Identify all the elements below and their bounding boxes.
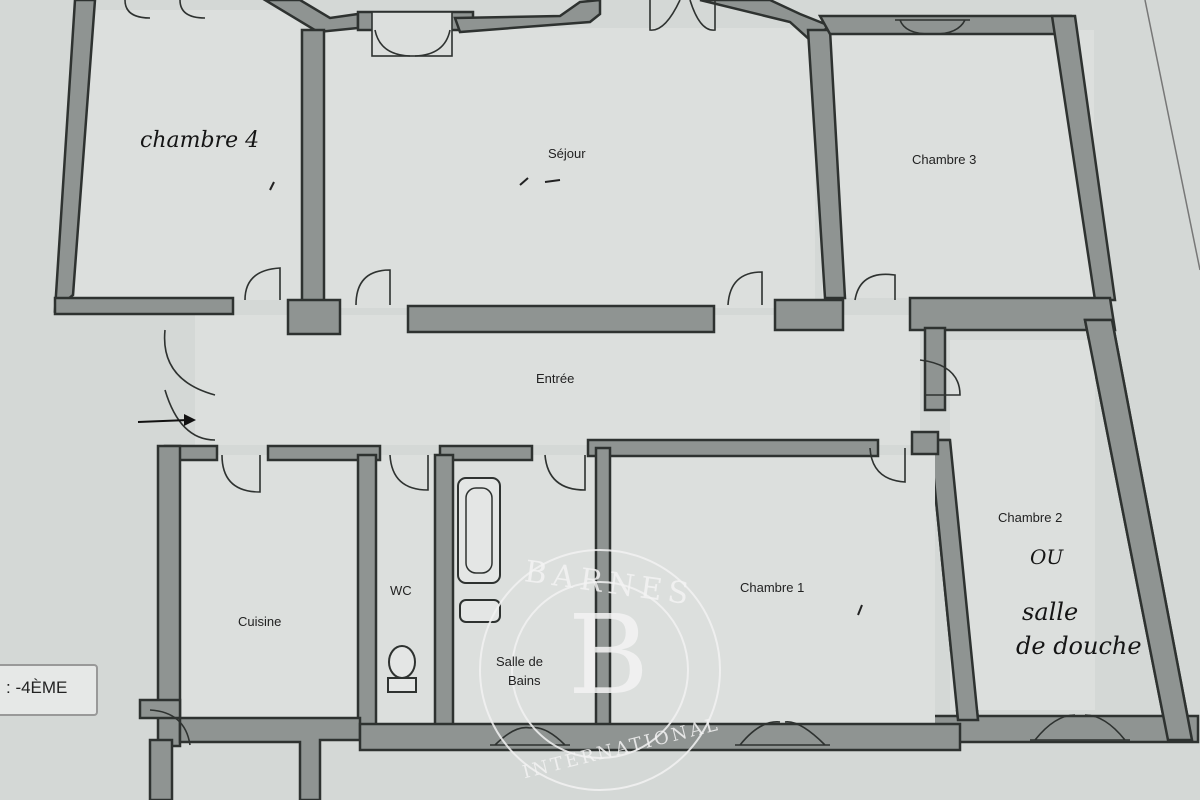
wall-corridor-bottom-b: [266, 444, 382, 462]
label-chambre4: chambre 4: [140, 128, 260, 153]
wall-corridor-top: [406, 304, 716, 334]
note-salle: salle: [1022, 598, 1079, 626]
door-wc: [389, 454, 429, 491]
pen-mark-3: [269, 181, 275, 191]
label-salle-de-bains-1: Salle de: [496, 654, 543, 669]
entrance-arrow-head: [184, 414, 196, 426]
door-sejour-2: [727, 271, 763, 306]
entrance-arrow-line: [137, 419, 189, 423]
door-sejour: [355, 269, 391, 306]
toilet-bowl: [388, 645, 416, 679]
label-chambre3: Chambre 3: [912, 152, 977, 167]
door-sejour-top-right: [649, 0, 716, 31]
door-cuisine-service: [149, 709, 191, 746]
wall-cuisine-bottom: [178, 716, 362, 800]
wall-sejour-ch3: [806, 28, 847, 300]
wall-pillar-right: [773, 298, 845, 332]
door-sejour-frame: [371, 11, 453, 57]
door-ch4-window: [124, 0, 206, 19]
wall-sejour-top-b: [453, 0, 602, 34]
watermark-outer-ring: [479, 549, 721, 791]
level-tag: : -4ÈME: [0, 664, 98, 716]
wall-cuisine-wc: [356, 453, 378, 727]
wall-ch3-top: [817, 14, 1072, 36]
bathtub: [457, 477, 501, 584]
wall-cuisine-stub: [138, 698, 182, 720]
wall-ch4-sejour: [300, 28, 326, 312]
watermark-inner-ring: [511, 581, 689, 759]
door-ch2-upper: [919, 359, 961, 396]
label-wc: WC: [390, 583, 412, 598]
wall-ch3-bottom: [908, 296, 1117, 332]
cuisine-floor: [180, 455, 358, 720]
wall-ch2-left-front: [928, 438, 980, 722]
toilet-tank: [387, 677, 417, 693]
door-ch1: [869, 447, 906, 483]
label-salle-de-bains-2: Bains: [508, 673, 541, 688]
label-cuisine: Cuisine: [238, 614, 282, 629]
wall-bottom-main: [358, 722, 962, 752]
label-chambre1: Chambre 1: [740, 580, 805, 595]
door-ch3: [854, 273, 896, 301]
window-ch3: [895, 19, 970, 35]
paper-edge-line: [1144, 0, 1200, 271]
window-ch1: [735, 721, 830, 746]
door-entrance: [163, 329, 216, 441]
watermark-monogram: B: [568, 591, 649, 719]
wall-corridor-bottom-e: [910, 430, 940, 456]
note-ou: OU: [1030, 545, 1064, 569]
door-cuisine: [221, 454, 261, 493]
wall-ch4-bottom: [53, 296, 235, 316]
chambre2-floor: [950, 340, 1095, 710]
wall-ch2-left-upper: [923, 326, 947, 412]
pen-mark-4: [857, 604, 863, 616]
wall-corridor-bottom-c: [438, 444, 534, 462]
label-entree: Entrée: [536, 371, 575, 386]
level-label: : -4ÈME: [6, 678, 68, 697]
door-bains: [544, 454, 586, 491]
chambre4-floor: [75, 10, 300, 300]
door-ch4: [244, 267, 281, 301]
bathroom-sink: [459, 599, 501, 623]
label-sejour: Séjour: [548, 146, 586, 161]
wall-pillar-left: [286, 298, 342, 336]
sejour-floor: [325, 28, 815, 308]
label-chambre2: Chambre 2: [998, 510, 1063, 525]
chambre3-floor: [822, 30, 1094, 298]
note-de-douche: de douche: [1016, 632, 1142, 660]
entree-floor: [195, 315, 920, 445]
wall-ch2-right-front: [1083, 318, 1194, 742]
door-sejour-top: [374, 29, 451, 57]
chambre1-floor: [610, 455, 935, 725]
wall-ch3-right: [1050, 14, 1117, 302]
bathtub-inner: [465, 487, 493, 574]
window-ch2: [1030, 714, 1130, 741]
pen-mark-2: [544, 179, 561, 183]
wall-ch4-left: [53, 0, 97, 313]
wall-wc-bains: [433, 453, 455, 729]
pen-mark-1: [519, 177, 529, 186]
wall-lower-left: [148, 738, 174, 800]
wall-corridor-bottom-d: [586, 438, 880, 458]
